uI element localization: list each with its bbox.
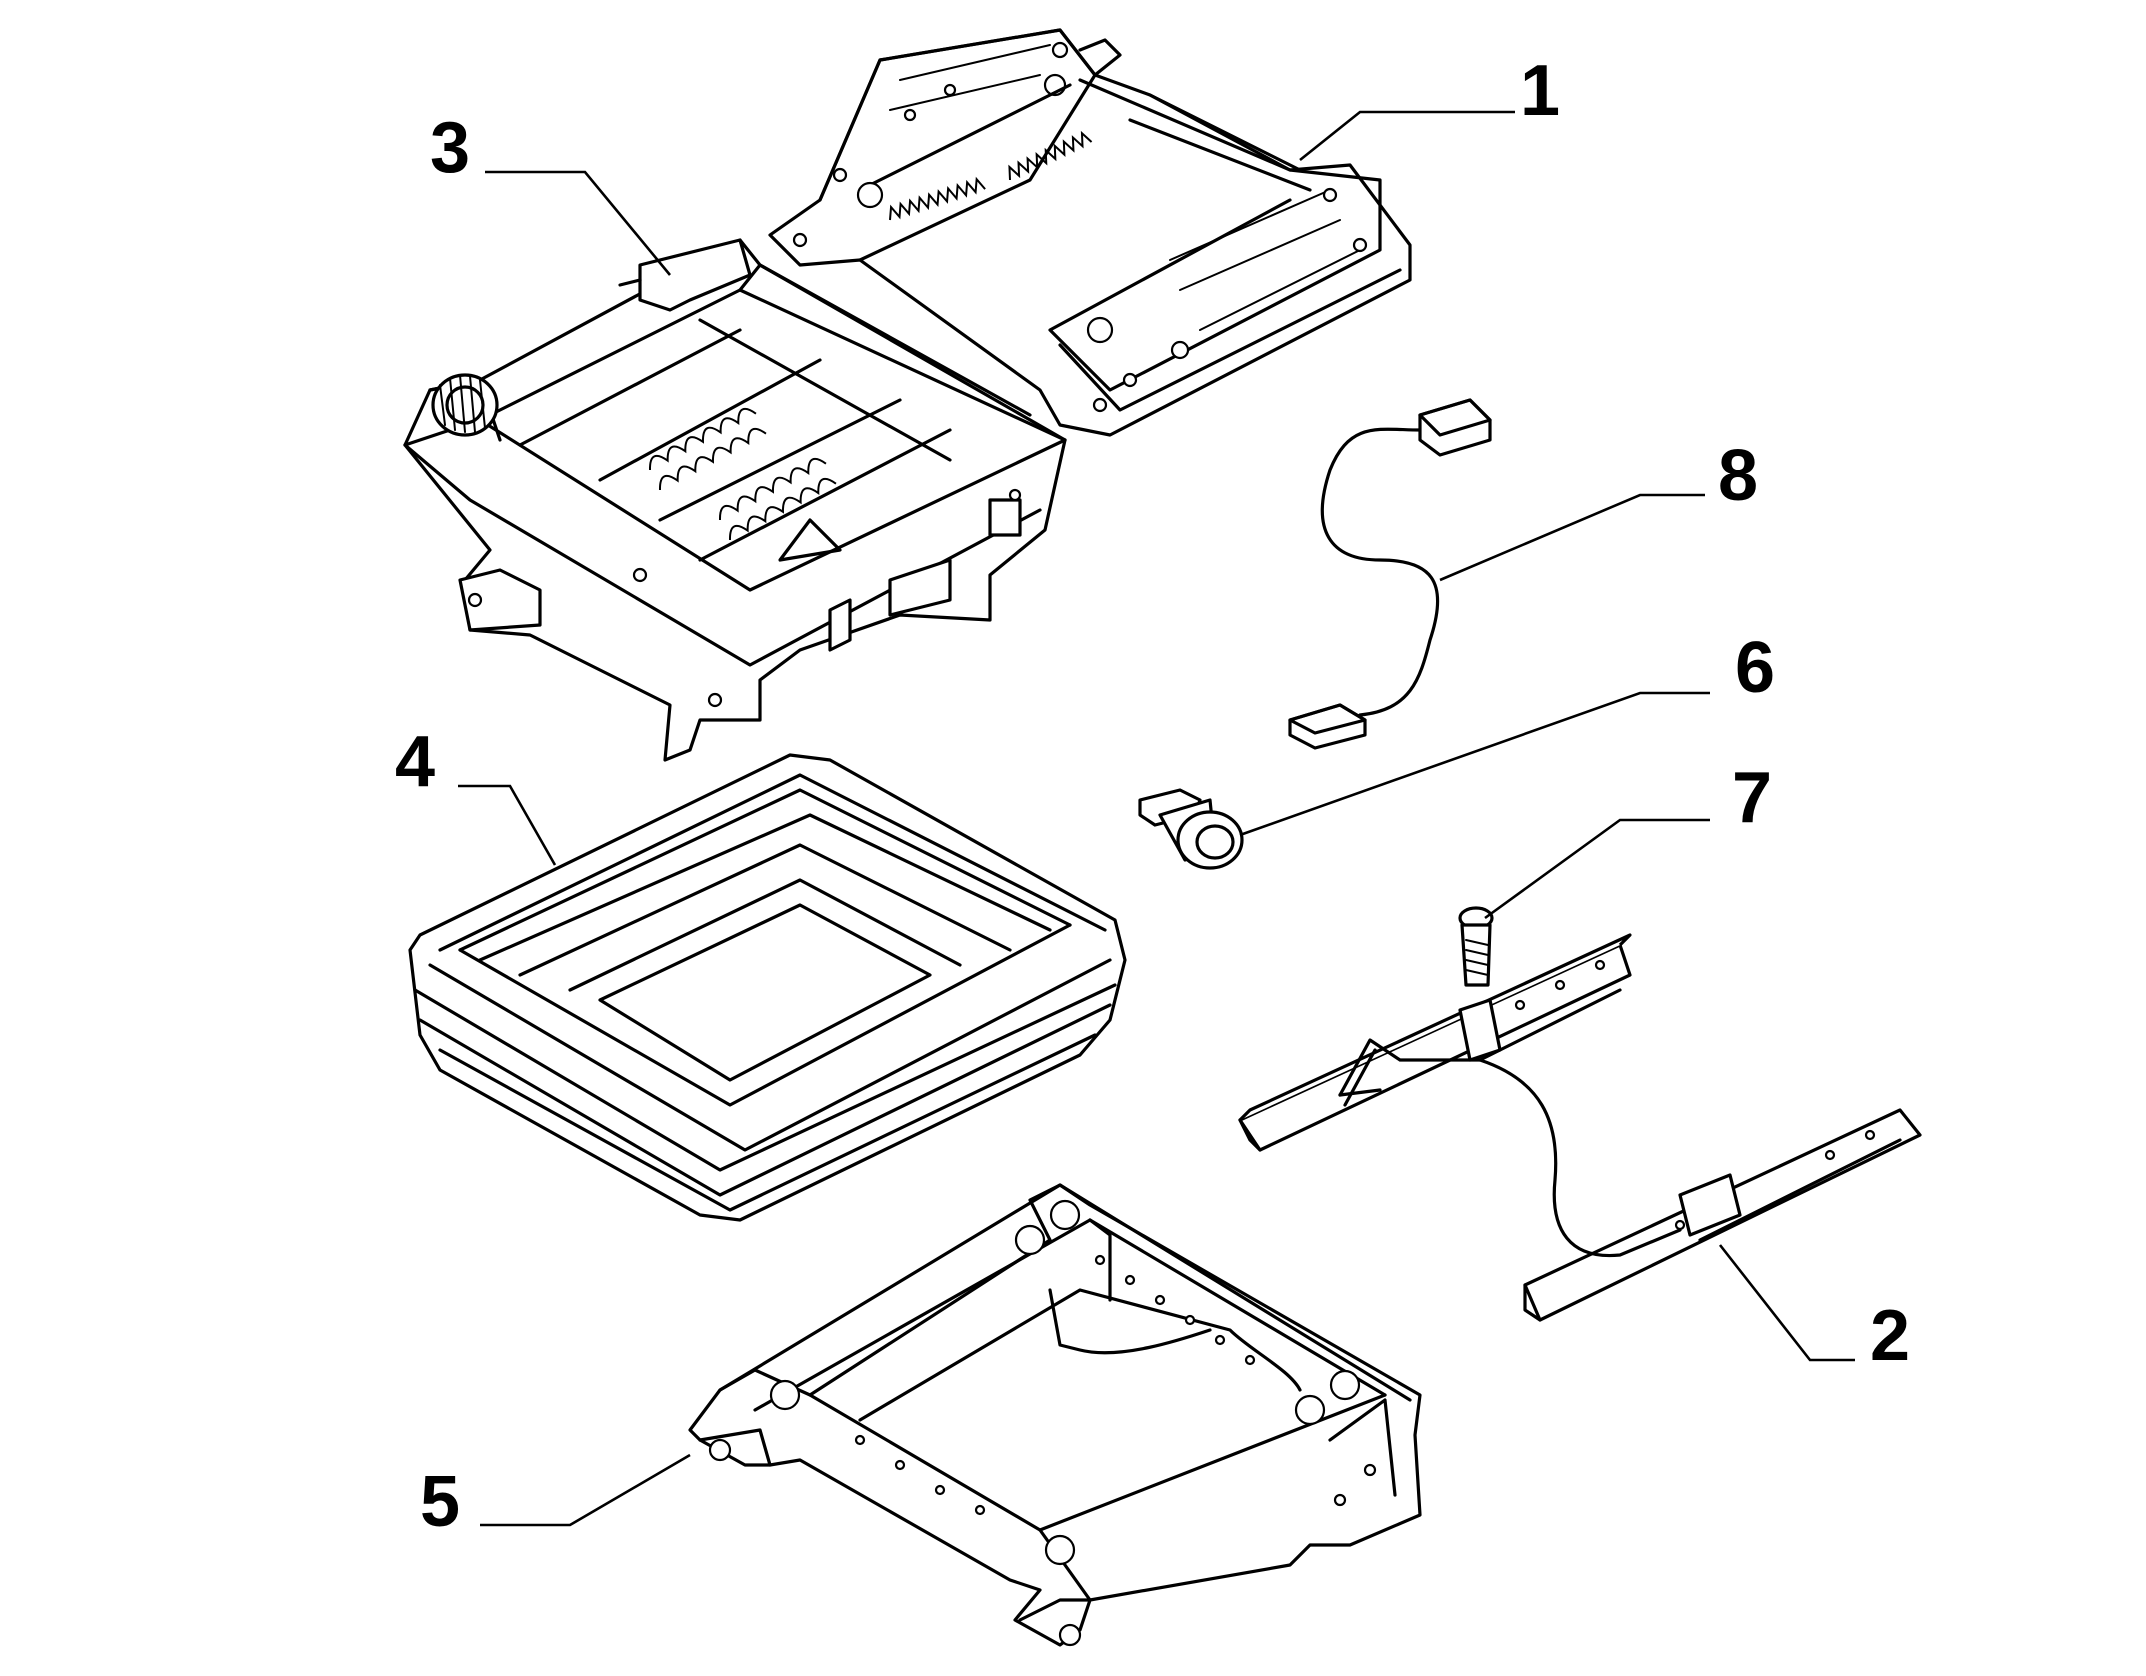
leader-3: [485, 170, 672, 276]
part-7-bolt[interactable]: [1458, 906, 1494, 987]
callout-1: 1: [1520, 51, 1560, 131]
leader-4: [458, 784, 557, 866]
callout-numbers: 1 3 8 6 7 4 2 5: [395, 51, 1910, 1542]
leader-lines: [458, 110, 1855, 1527]
leader-8: [1439, 493, 1705, 582]
leader-6: [1239, 691, 1710, 837]
part-3-mechanism-housing[interactable]: [403, 238, 1067, 762]
callout-2: 2: [1870, 1296, 1910, 1376]
part-6-pin[interactable]: [1138, 788, 1244, 870]
part-5-base-frame[interactable]: [688, 1183, 1422, 1647]
part-1-upper-frame[interactable]: [768, 28, 1412, 437]
leader-7: [1484, 818, 1710, 920]
part-8-wiring-harness[interactable]: [1288, 398, 1492, 750]
callout-8: 8: [1718, 436, 1758, 516]
leader-5: [480, 1453, 691, 1527]
callout-5: 5: [420, 1462, 460, 1542]
callout-4: 4: [395, 722, 435, 802]
callout-3: 3: [430, 108, 470, 188]
part-2-seat-rails[interactable]: [1238, 933, 1922, 1322]
callout-7: 7: [1732, 758, 1772, 838]
leader-1: [1299, 110, 1515, 162]
part-4-bellows-boot[interactable]: [408, 753, 1127, 1222]
callout-6: 6: [1735, 628, 1775, 708]
leader-2: [1718, 1244, 1855, 1362]
